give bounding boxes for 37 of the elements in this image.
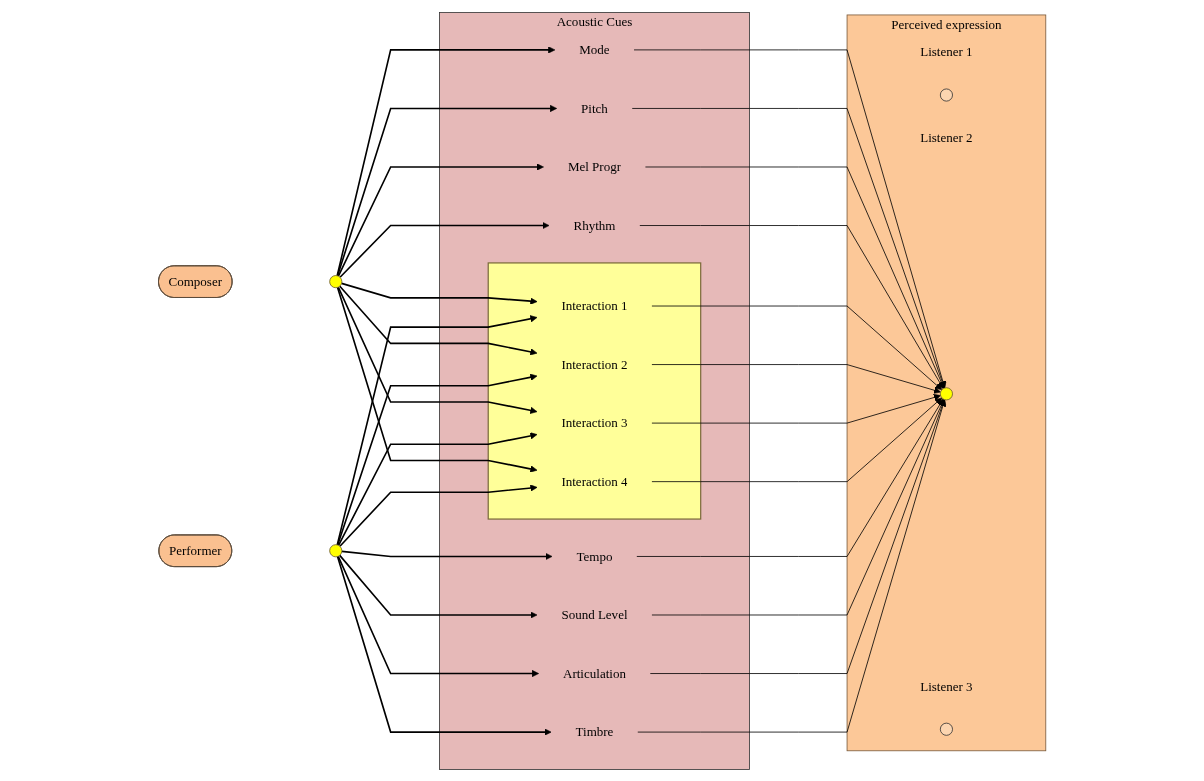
arrow bbox=[336, 286, 538, 472]
node-text: Interaction 4 bbox=[561, 473, 628, 488]
arrow bbox=[338, 284, 538, 355]
node-circle bbox=[939, 386, 953, 400]
arrow bbox=[340, 282, 538, 305]
node-text: Sound Level bbox=[561, 607, 628, 621]
arrow bbox=[336, 45, 556, 276]
node-circle bbox=[939, 722, 953, 736]
node-text: Listener 1 bbox=[920, 44, 973, 59]
arrow bbox=[339, 221, 550, 278]
arrow bbox=[336, 555, 552, 736]
arrow bbox=[338, 483, 538, 547]
node-text: Interaction 3 bbox=[561, 415, 628, 430]
node-text: Listener 3 bbox=[920, 678, 973, 693]
node-text: Timbre bbox=[575, 724, 614, 739]
arrow bbox=[337, 285, 538, 414]
arrow bbox=[336, 373, 538, 546]
node-circle bbox=[329, 274, 343, 288]
arrow bbox=[336, 314, 538, 546]
arrow bbox=[340, 550, 553, 560]
node-circle bbox=[939, 88, 953, 102]
arrow bbox=[337, 162, 544, 277]
arrow bbox=[337, 555, 539, 677]
node-text: Rhythm bbox=[573, 217, 616, 232]
node-text: Interaction 1 bbox=[561, 298, 628, 313]
node-circle bbox=[329, 543, 343, 557]
node-text: Mel Progr bbox=[567, 159, 621, 173]
arrow bbox=[337, 431, 538, 546]
arrow bbox=[336, 104, 557, 277]
node-text: Tempo bbox=[576, 548, 613, 563]
arrow bbox=[338, 554, 538, 619]
node-text: Listener 2 bbox=[920, 129, 973, 144]
node-text: Interaction 2 bbox=[561, 356, 628, 371]
cluster bbox=[487, 261, 702, 520]
node-text: Pitch bbox=[580, 100, 608, 115]
node-text: Mode bbox=[579, 42, 610, 56]
node-text: Articulation bbox=[562, 665, 626, 680]
